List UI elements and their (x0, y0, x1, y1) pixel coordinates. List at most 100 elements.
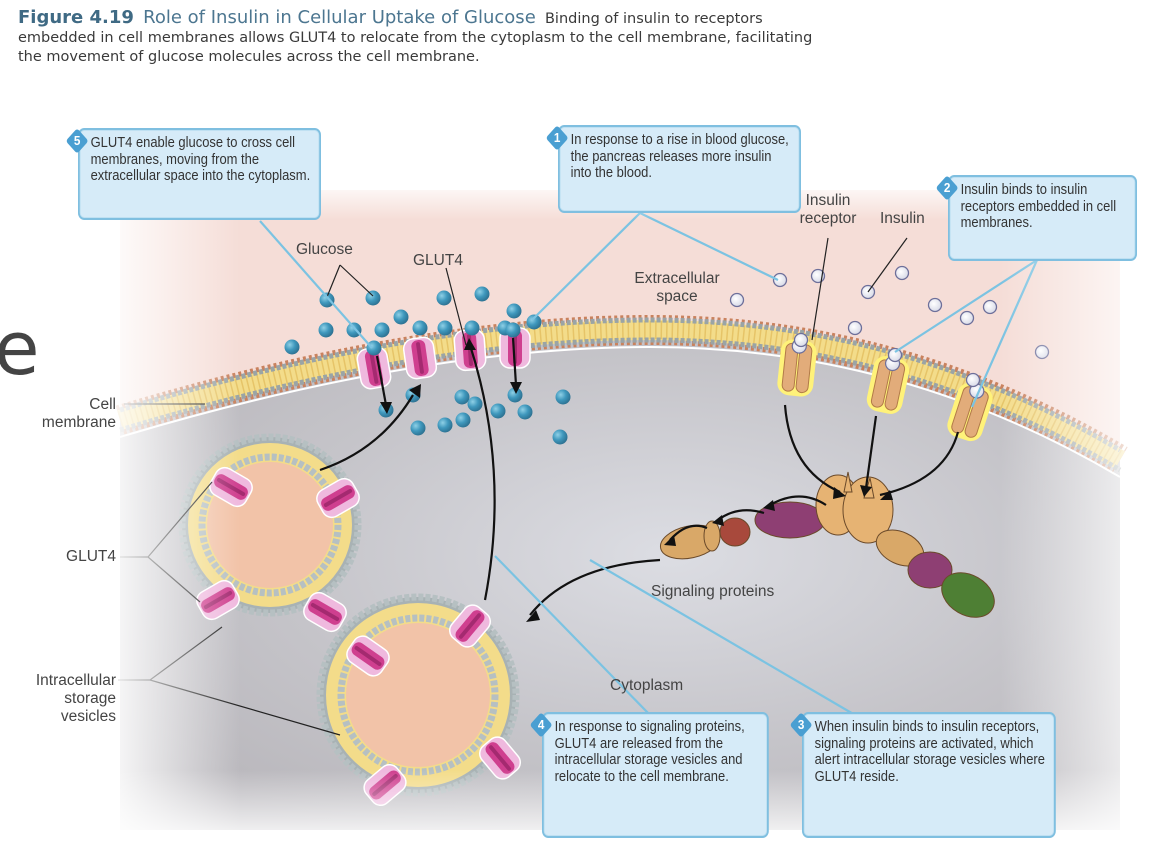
label-cell-membrane-line1: Cell (89, 396, 116, 413)
glucose-molecule (455, 412, 471, 428)
receptor-leader (811, 237, 829, 341)
receptor1-signal-arrow (783, 404, 841, 494)
insulin-molecule (965, 372, 981, 388)
glucose-molecule (366, 340, 382, 356)
glucose-molecule (464, 320, 480, 336)
callout-step-3: 3 When insulin binds to insulin receptor… (789, 712, 1056, 838)
glucose-molecule (552, 429, 568, 445)
arrowheads (380, 338, 893, 622)
label-insulin-receptor-line1: Insulin (805, 192, 851, 209)
insulin-molecule (894, 265, 910, 281)
receptor3-signal-arrow (879, 431, 960, 497)
glucose-molecule (318, 322, 334, 338)
signaling-proteins (659, 471, 995, 618)
insulin-leader (867, 237, 908, 293)
insulin-molecule (729, 292, 745, 308)
label-extracellular-line2: space (656, 288, 698, 305)
insulin-molecules (729, 265, 1050, 388)
glucose-molecule (412, 320, 428, 336)
callout-step-1: 1 In response to a rise in blood glucose… (545, 125, 801, 213)
glucose-molecule (555, 389, 571, 405)
glut4-transporter (478, 736, 522, 780)
step-badge-4: 4 (529, 712, 553, 738)
label-insulin: Insulin (880, 210, 925, 227)
glucose-molecule (437, 320, 453, 336)
callout-step-5: 5 GLUT4 enable glucose to cross cell mem… (65, 128, 321, 220)
glut4-transporter (402, 336, 438, 380)
vesicle-to-membrane-arrow (319, 394, 414, 472)
figure-caption: Figure 4.19 Role of Insulin in Cellular … (18, 8, 838, 67)
callout-leader-lines (259, 212, 1039, 716)
glucose-molecules (284, 286, 571, 445)
glucose-molecule (526, 314, 542, 330)
insulin-receptors (777, 338, 993, 442)
glucose-molecule (319, 292, 335, 308)
glucose-molecule (490, 403, 506, 419)
glucose-entry-arrow-1 (375, 355, 388, 406)
callout-3-leader (589, 559, 856, 716)
glucose-molecule (374, 322, 390, 338)
callout-step-2-text: Insulin binds to insulin receptors embed… (960, 182, 1117, 232)
glucose-molecule (393, 309, 409, 325)
label-extracellular-space: Extracellular space (612, 270, 742, 306)
insulin-molecule (959, 310, 975, 326)
glut4-top-leader (445, 267, 467, 346)
insulin-molecule (982, 299, 998, 315)
label-cell-membrane-line2: membrane (41, 414, 116, 431)
figure-description: Binding of insulin to receptors embedded… (18, 11, 813, 65)
step-badge-3: 3 (789, 712, 813, 738)
insulin-receptor (947, 382, 993, 442)
glucose-molecule (454, 389, 470, 405)
callout-step-2: 2 Insulin binds to insulin receptors emb… (935, 175, 1137, 261)
callout-1-leader (531, 212, 779, 321)
glucose-molecule (365, 290, 381, 306)
label-cell-membrane: Cell membrane (30, 396, 116, 432)
glut4-transporter (346, 635, 390, 677)
glucose-molecule (506, 303, 522, 319)
insulin-molecule (793, 332, 809, 348)
glucose-molecule (507, 387, 523, 403)
callout-step-4: 4 In response to signaling proteins, GLU… (529, 712, 769, 838)
glucose-molecule (284, 339, 300, 355)
glut4-transporter (448, 604, 492, 648)
callout-step-1-text: In response to a rise in blood glucose, … (570, 132, 789, 182)
signal-cascade-arrow-1 (769, 495, 827, 506)
glucose-molecule (436, 290, 452, 306)
label-glucose: Glucose (296, 241, 353, 258)
label-signaling-proteins: Signaling proteins (651, 583, 775, 600)
glucose-molecule (467, 396, 483, 412)
callout-step-3-text: When insulin binds to insulin receptors,… (814, 719, 1045, 785)
slide-text-fragment: e (0, 306, 40, 392)
figure-number: Figure 4.19 (18, 7, 134, 28)
receptor2-signal-arrow (864, 415, 878, 489)
glucose-molecule (474, 286, 490, 302)
callout-step-4-text: In response to signaling proteins, GLUT4… (554, 719, 745, 785)
insulin-receptor (866, 355, 910, 414)
label-cytoplasm: Cytoplasm (610, 677, 684, 694)
label-intracellular-storage-vesicles: Intracellular storage vesicles (0, 672, 116, 726)
label-extracellular-line1: Extracellular (634, 270, 720, 287)
label-glut4-membrane: GLUT4 (413, 252, 463, 269)
label-insulin-receptor-line2: receptor (799, 210, 857, 227)
figure-title: Role of Insulin in Cellular Uptake of Gl… (143, 7, 536, 28)
label-vesicles-line3: vesicles (60, 708, 116, 725)
insulin-molecule (887, 347, 903, 363)
callout-4-leader (494, 555, 651, 716)
glucose-molecule (437, 417, 453, 433)
insulin-molecule (772, 272, 788, 288)
glucose-molecule (517, 404, 533, 420)
insulin-molecule (847, 320, 863, 336)
glucose-molecule (505, 322, 521, 338)
glucose-molecule (346, 322, 362, 338)
step-badge-5: 5 (65, 128, 89, 154)
glucose-entry-arrow-2 (511, 337, 518, 386)
callout-step-5-text: GLUT4 enable glucose to cross cell membr… (90, 135, 311, 185)
glut4-transporter (316, 477, 360, 519)
insulin-receptor (777, 338, 817, 397)
label-insulin-receptor: Insulin receptor (790, 192, 866, 228)
insulin-molecule (927, 297, 943, 313)
label-vesicles-line1: Intracellular (35, 672, 116, 689)
callout-5-leader (259, 220, 373, 349)
label-vesicles-line2: storage (64, 690, 116, 707)
glut4-transporter (303, 591, 347, 633)
